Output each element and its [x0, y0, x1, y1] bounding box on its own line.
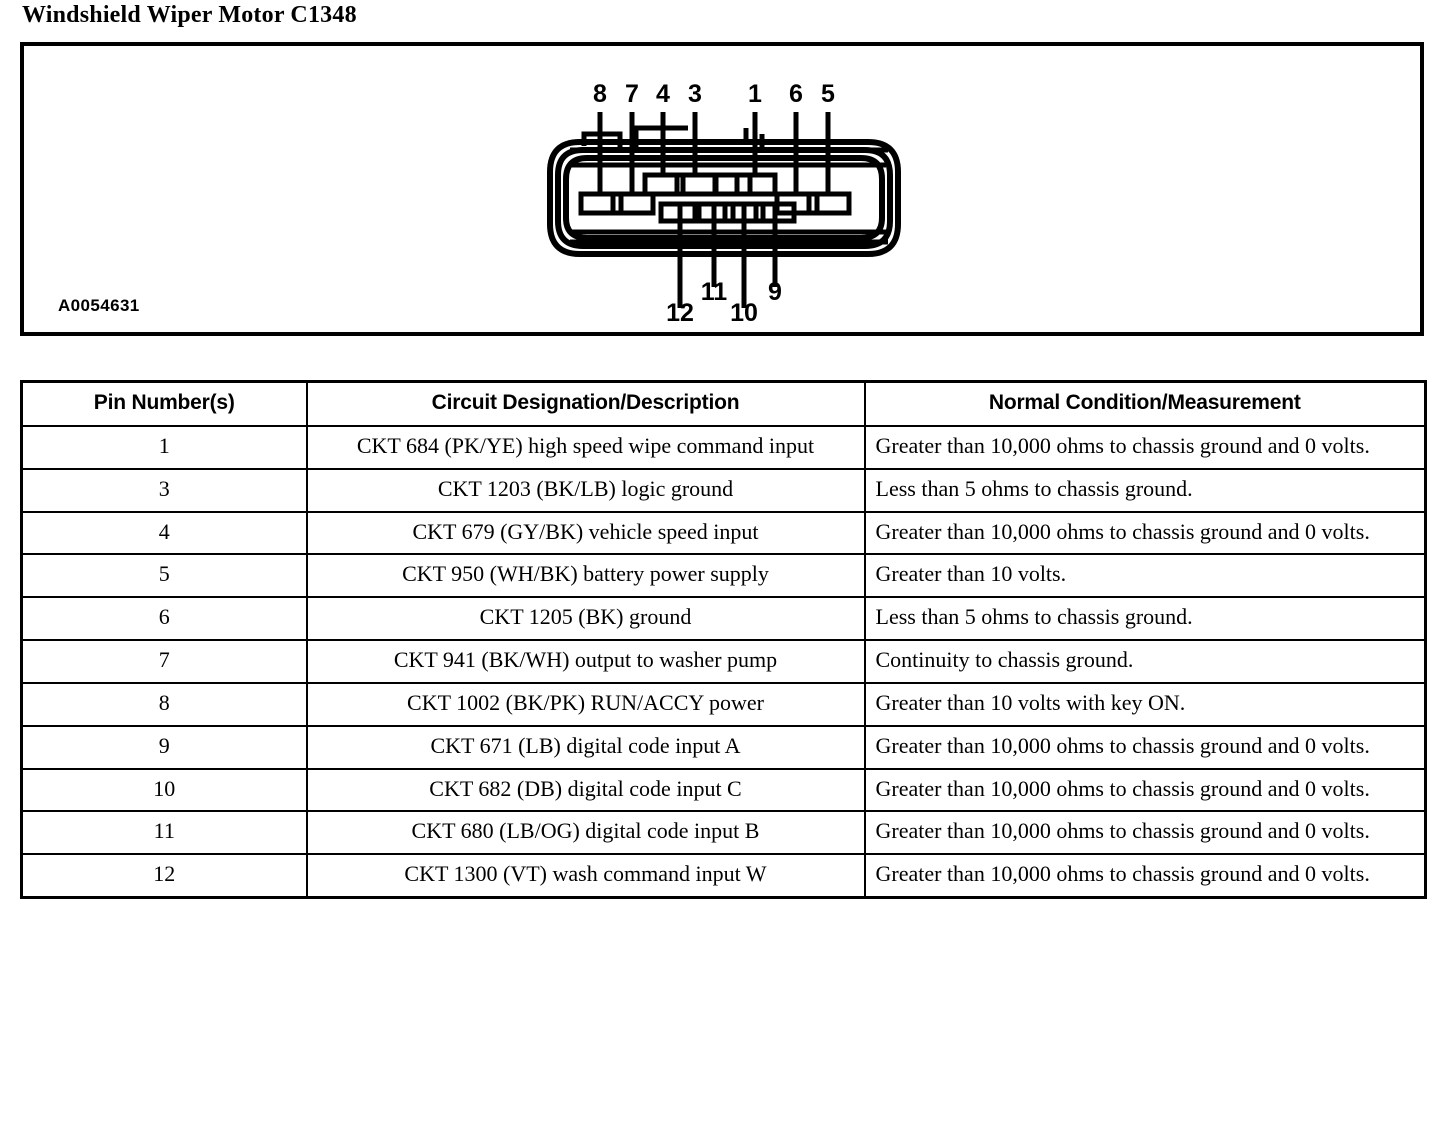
cell-measurement: Greater than 10,000 ohms to chassis grou… — [863, 724, 1427, 770]
column-header-measurement: Normal Condition/Measurement — [863, 380, 1427, 427]
table-row: 4 CKT 679 (GY/BK) vehicle speed input Gr… — [20, 510, 1427, 556]
cell-pin: 7 — [20, 639, 308, 684]
cell-pin: 11 — [20, 810, 308, 856]
cell-measurement: Greater than 10,000 ohms to chassis grou… — [863, 810, 1427, 856]
table-row: 8 CKT 1002 (BK/PK) RUN/ACCY power Greate… — [20, 681, 1427, 727]
cell-pin: 4 — [20, 510, 308, 556]
terminal-cavity-8 — [578, 191, 624, 216]
pin-label-1: 1 — [748, 80, 762, 108]
cell-measurement: Continuity to chassis ground. — [863, 639, 1427, 684]
cell-measurement: Less than 5 ohms to chassis ground. — [863, 467, 1427, 513]
cell-pin: 12 — [20, 853, 308, 899]
terminal-cavity-11 — [692, 201, 736, 224]
cell-measurement: Greater than 10,000 ohms to chassis grou… — [863, 767, 1427, 813]
terminal-cavity-1 — [734, 172, 778, 197]
table-body: 1 CKT 684 (PK/YE) high speed wipe comman… — [20, 425, 1427, 899]
table-row: 6 CKT 1205 (BK) ground Less than 5 ohms … — [20, 596, 1427, 642]
pin-label-8: 8 — [593, 80, 607, 108]
table-row: 3 CKT 1203 (BK/LB) logic ground Less tha… — [20, 467, 1427, 513]
cell-description: CKT 1205 (BK) ground — [305, 596, 866, 642]
latch-step-right — [759, 134, 824, 153]
table-row: 11 CKT 680 (LB/OG) digital code input B … — [20, 810, 1427, 856]
latch-step-left-2 — [633, 125, 688, 152]
cell-description: CKT 1203 (BK/LB) logic ground — [305, 467, 866, 513]
pin-label-7: 7 — [625, 80, 639, 108]
table-row: 5 CKT 950 (WH/BK) battery power supply G… — [20, 553, 1427, 599]
cell-pin: 9 — [20, 724, 308, 770]
pin-assignment-table: Pin Number(s) Circuit Designation/Descri… — [20, 380, 1427, 900]
pin-label-5: 5 — [821, 80, 835, 108]
top-pin-labels: 8 7 4 3 1 6 5 — [593, 80, 835, 108]
table-header-row: Pin Number(s) Circuit Designation/Descri… — [20, 380, 1427, 427]
housing-outline-middle — [555, 147, 893, 249]
cell-description: CKT 950 (WH/BK) battery power supply — [305, 553, 866, 599]
cell-measurement: Greater than 10,000 ohms to chassis grou… — [863, 425, 1427, 470]
cell-description: CKT 679 (GY/BK) vehicle speed input — [305, 510, 866, 556]
table-row: 7 CKT 941 (BK/WH) output to washer pump … — [20, 639, 1427, 684]
top-callout-leaders — [597, 112, 831, 195]
terminal-cavity-4 — [642, 172, 686, 197]
terminal-cavity-5 — [806, 191, 852, 216]
cell-description: CKT 941 (BK/WH) output to washer pump — [305, 639, 866, 684]
cell-description: CKT 671 (LB) digital code input A — [305, 724, 866, 770]
terminal-cavity-7 — [610, 191, 656, 216]
column-header-pin: Pin Number(s) — [20, 380, 308, 427]
figure-code-label: A0054631 — [58, 296, 140, 315]
cell-pin: 1 — [20, 425, 308, 470]
cell-description: CKT 680 (LB/OG) digital code input B — [305, 810, 866, 856]
table-row: 1 CKT 684 (PK/YE) high speed wipe comman… — [20, 425, 1427, 470]
pin-label-6: 6 — [789, 80, 803, 108]
cell-pin: 10 — [20, 767, 308, 813]
pin-label-9: 9 — [768, 278, 782, 306]
bottom-pin-labels: 12 11 10 9 — [666, 278, 782, 327]
cell-pin: 3 — [20, 467, 308, 513]
page-title: Windshield Wiper Motor C1348 — [22, 2, 357, 28]
cell-description: CKT 1300 (VT) wash command input W — [305, 853, 866, 899]
cell-measurement: Greater than 10 volts. — [863, 553, 1427, 599]
cell-measurement: Greater than 10,000 ohms to chassis grou… — [863, 853, 1427, 899]
latch-step-right-2 — [743, 128, 796, 145]
terminal-cavity-10 — [722, 201, 766, 224]
cell-measurement: Greater than 10 volts with key ON. — [863, 681, 1427, 727]
terminal-cavity-2 — [713, 172, 753, 197]
table-row: 9 CKT 671 (LB) digital code input A Grea… — [20, 724, 1427, 770]
table-row: 12 CKT 1300 (VT) wash command input W Gr… — [20, 853, 1427, 899]
cell-description: CKT 682 (DB) digital code input C — [305, 767, 866, 813]
cell-pin: 8 — [20, 681, 308, 727]
cell-description: CKT 684 (PK/YE) high speed wipe command … — [305, 425, 866, 470]
cell-measurement: Less than 5 ohms to chassis ground. — [863, 596, 1427, 642]
pin-label-4: 4 — [656, 80, 670, 108]
pin-label-3: 3 — [688, 80, 702, 108]
housing-outline-outer — [547, 139, 901, 257]
terminal-blades-lower — [658, 201, 797, 224]
terminal-cavity-12 — [658, 201, 702, 224]
cell-description: CKT 1002 (BK/PK) RUN/ACCY power — [305, 681, 866, 727]
connector-diagram-svg: 8 7 4 3 1 6 5 12 11 10 9 — [547, 80, 901, 327]
housing-rib-detail — [570, 125, 888, 245]
table-row: 10 CKT 682 (DB) digital code input C Gre… — [20, 767, 1427, 813]
cell-pin: 6 — [20, 596, 308, 642]
column-header-description: Circuit Designation/Description — [305, 380, 866, 427]
pin-table-wrapper: Pin Number(s) Circuit Designation/Descri… — [20, 380, 1427, 900]
cell-pin: 5 — [20, 553, 308, 599]
terminal-cavity-9 — [753, 201, 797, 224]
cell-measurement: Greater than 10,000 ohms to chassis grou… — [863, 510, 1427, 556]
connector-diagram-panel: 8 7 4 3 1 6 5 12 11 10 9 — [20, 42, 1424, 336]
